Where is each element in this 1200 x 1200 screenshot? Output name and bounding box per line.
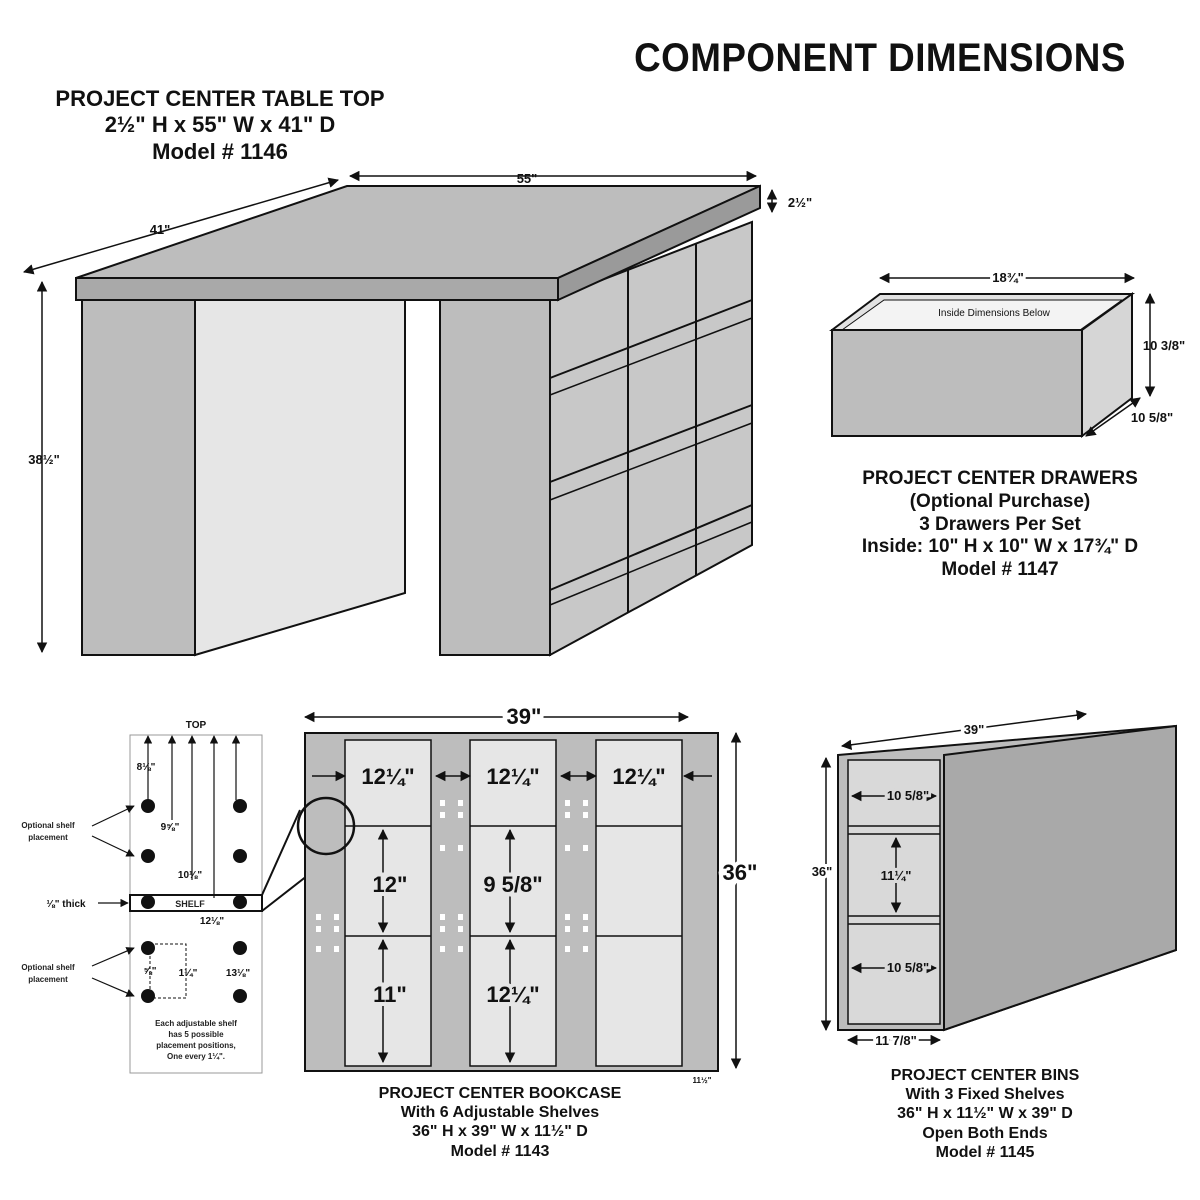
table-top-front-edge <box>75 277 559 301</box>
bookcase-column-1-width-label: 12¼" <box>361 764 414 789</box>
bins-width-label: 11 7/8" <box>875 1033 917 1048</box>
table-top-caption-size: 2½" H x 55" W x 41" D <box>104 112 336 138</box>
bins-height-label: 36" <box>812 864 833 879</box>
bookcase-caption-name: PROJECT CENTER BOOKCASE <box>378 1085 622 1102</box>
bookcase-caption-model: Model # 1143 <box>450 1142 550 1160</box>
table-height-label: 38½" <box>28 452 59 467</box>
optional-shelf-label-1b: placement <box>28 833 68 842</box>
table-top-caption-name: PROJECT CENTER TABLE TOP <box>55 86 385 111</box>
bins-drawing <box>837 724 1177 1032</box>
bookcase-caption-size: 36" H x 39" W x 11½" D <box>412 1123 588 1141</box>
table-left-leg-front <box>81 299 196 656</box>
bookcase-width-label: 39" <box>507 704 542 729</box>
shelf-detail-drawing <box>91 734 331 1074</box>
bookcase-caption: PROJECT CENTER BOOKCASE With 6 Adjustabl… <box>330 1084 670 1161</box>
table-top-caption-model: Model # 1146 <box>152 138 288 164</box>
drawer-depth-dim-line <box>1085 397 1141 437</box>
table-thickness-label: 2½" <box>788 195 812 210</box>
table-top-caption: PROJECT CENTER TABLE TOP 2½" H x 55" W x… <box>20 86 420 165</box>
cubby-shelf <box>549 317 753 396</box>
bookcase-corner-label: 11½" <box>693 1076 712 1085</box>
shelf-thickness-label: ⅛" thick <box>46 899 86 910</box>
bookcase-left-lower-height-label: 11" <box>373 982 407 1007</box>
shelf-spacing-box <box>149 943 187 999</box>
shelf-label: SHELF <box>175 899 205 909</box>
shelf-note-3: placement positions, <box>156 1041 236 1050</box>
drawers-caption-count: 3 Drawers Per Set <box>919 513 1081 535</box>
table-right-cabinet-front <box>439 299 551 656</box>
shelf-dim-3: 10⅛" <box>178 870 202 881</box>
bins-side-panel <box>943 724 1177 1032</box>
shelf-dim-4: 12⅛" <box>200 916 224 927</box>
cubby-shelf <box>549 299 753 379</box>
table-width-label: 55" <box>517 171 538 186</box>
bookcase-column-2-width-label: 12¼" <box>486 764 539 789</box>
bookcase-middle-lower-height-label: 12¼" <box>486 982 539 1007</box>
drawer-height-label: 10 3/8" <box>1143 338 1185 353</box>
shelf-dim-2: 9⅝" <box>161 822 180 833</box>
bookcase-magnifier-circle <box>296 796 356 856</box>
drawers-caption-optional: (Optional Purchase) <box>909 490 1091 512</box>
bookcase-column-3 <box>595 739 683 1067</box>
bins-compartment-3-label: 10 5/8" <box>887 960 929 975</box>
drawer-width-label: 18¾" <box>992 270 1023 285</box>
bookcase-shelf-holes <box>316 800 588 952</box>
bins-caption-ends: Open Both Ends <box>922 1124 1048 1142</box>
bins-depth-label: 39" <box>964 722 985 737</box>
shelf-detail-top-label: TOP <box>186 720 207 731</box>
cubby-shelf <box>549 422 753 501</box>
shelf-outline <box>129 894 263 912</box>
drawer-inside-label: Inside Dimensions Below <box>938 308 1050 319</box>
optional-shelf-label-1a: Optional shelf <box>21 821 75 830</box>
drawers-caption: PROJECT CENTER DRAWERS (Optional Purchas… <box>820 468 1180 582</box>
table-top-drawing <box>75 184 761 657</box>
drawers-caption-inside: Inside: 10" H x 10" W x 17¾" D <box>861 536 1139 558</box>
bookcase-left-upper-height-label: 12" <box>373 872 408 897</box>
shelf-note-2: has 5 possible <box>168 1030 224 1039</box>
bins-caption-size: 36" H x 11½" W x 39" D <box>897 1105 1073 1123</box>
cubby-shelf <box>549 504 753 591</box>
table-top-side-edge <box>557 184 761 302</box>
table-left-leg-side <box>194 299 406 657</box>
bookcase-column-3-width-label: 12¼" <box>612 764 665 789</box>
bookcase-height-label: 36" <box>723 860 758 885</box>
page-title: COMPONENT DIMENSIONS <box>634 36 1126 80</box>
bins-depth-dim-line <box>840 710 1088 750</box>
bins-compartment-2-label: 11¼" <box>881 868 912 883</box>
table-depth-label: 41" <box>150 222 171 237</box>
shelf-dim-6: 1¼" <box>179 968 198 979</box>
bins-caption: PROJECT CENTER BINS With 3 Fixed Shelves… <box>860 1066 1110 1162</box>
cubby-shelf <box>549 521 753 606</box>
drawers-caption-model: Model # 1147 <box>941 559 1059 581</box>
bookcase-middle-upper-height-label: 9 5/8" <box>483 872 542 897</box>
drawer-front <box>831 329 1083 437</box>
shelf-dim-1: 8⅛" <box>137 762 156 773</box>
optional-shelf-label-2a: Optional shelf <box>21 963 75 972</box>
table-depth-dim-line <box>22 177 340 275</box>
bins-caption-shelves: With 3 Fixed Shelves <box>905 1086 1065 1104</box>
drawers-caption-name: PROJECT CENTER DRAWERS <box>862 468 1138 489</box>
drawer-drawing <box>829 292 1136 439</box>
bins-caption-model: Model # 1145 <box>935 1143 1035 1161</box>
shelf-dim-7: 13⅛" <box>226 968 250 979</box>
bookcase-caption-shelves: With 6 Adjustable Shelves <box>400 1104 600 1122</box>
table-cubby-unit <box>549 220 753 657</box>
optional-shelf-label-2b: placement <box>28 975 68 984</box>
shelf-note-4: One every 1¼". <box>167 1052 225 1061</box>
bins-compartment-1-label: 10 5/8" <box>887 788 929 803</box>
drawer-depth-label: 10 5/8" <box>1131 410 1173 425</box>
bins-caption-name: PROJECT CENTER BINS <box>890 1067 1080 1084</box>
shelf-dim-5: ⅝" <box>143 966 156 977</box>
cubby-shelf <box>549 404 753 483</box>
shelf-note-1: Each adjustable shelf <box>155 1019 237 1028</box>
